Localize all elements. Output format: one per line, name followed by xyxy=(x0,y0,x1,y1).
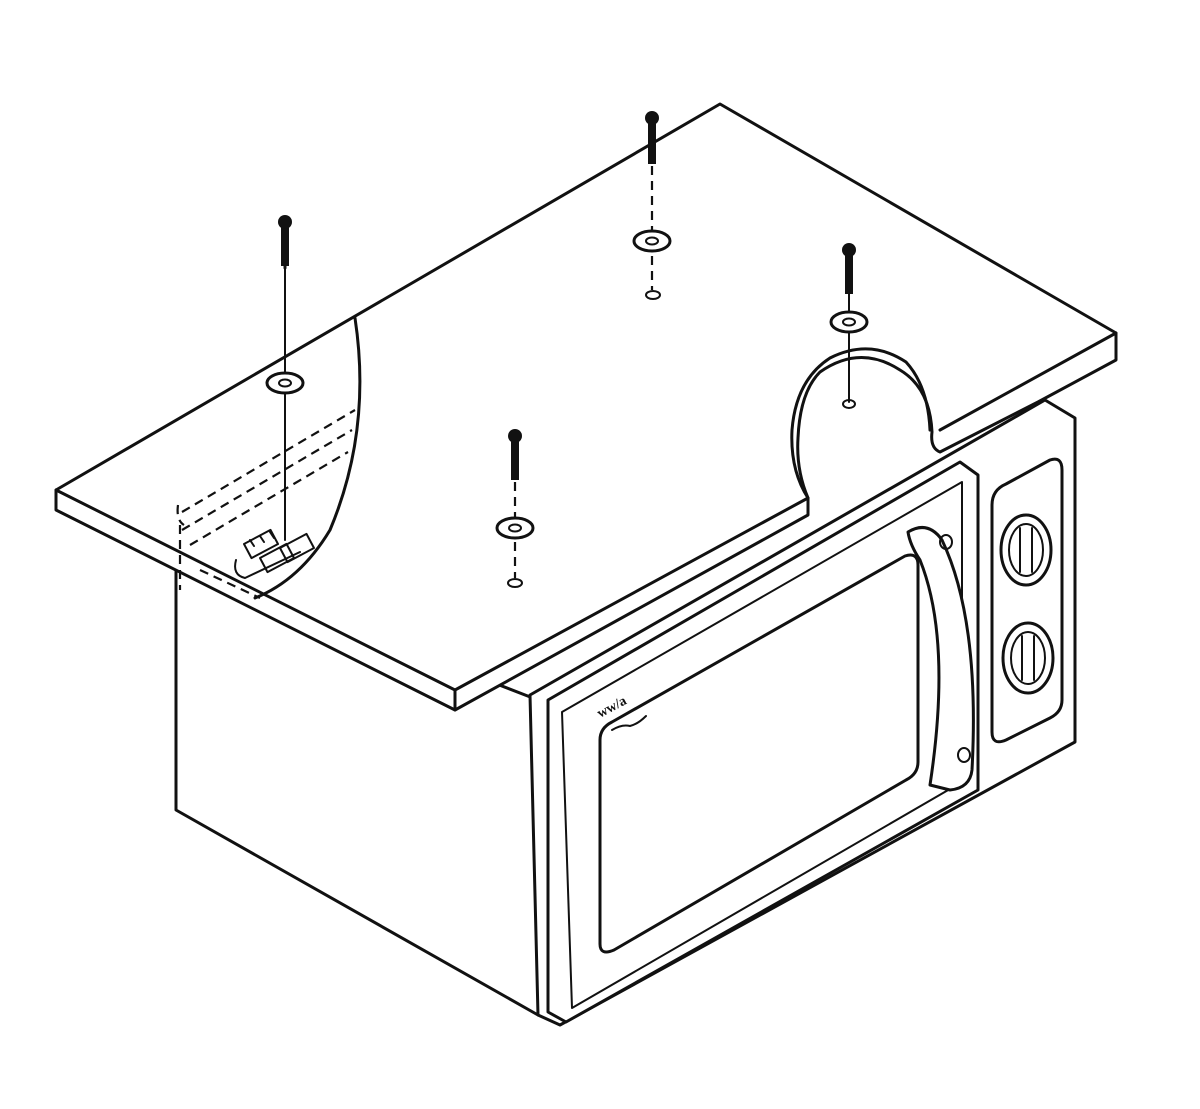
hole-front xyxy=(507,578,523,588)
screw-front-thread xyxy=(511,440,519,480)
control-panel xyxy=(990,457,1064,744)
upper-control-knob[interactable] xyxy=(999,513,1053,587)
door-window xyxy=(598,553,920,954)
washer-center-rear xyxy=(632,229,672,253)
brand-logo-swash xyxy=(611,715,647,731)
hole-center-rear xyxy=(645,290,661,300)
screw-right-head xyxy=(842,243,856,257)
countertop-edge-back xyxy=(938,331,1118,432)
handle-bottom-mount xyxy=(957,747,971,763)
mounting-bracket xyxy=(243,528,315,574)
screw-right xyxy=(829,243,869,409)
screw-left-rear-thread xyxy=(281,226,289,266)
screw-center-rear xyxy=(632,111,672,300)
screw-front-head xyxy=(508,429,522,443)
screw-left-rear xyxy=(265,215,305,541)
washer-left-rear xyxy=(265,371,305,395)
countertop-edge-right xyxy=(453,496,810,692)
screw-center-rear-head xyxy=(645,111,659,125)
screw-left-rear-head xyxy=(278,215,292,229)
cabinet-rail xyxy=(234,551,301,579)
screw-front xyxy=(495,429,535,588)
screw-right-thread xyxy=(845,254,853,294)
cutaway-curve xyxy=(253,316,362,600)
handle-top-mount xyxy=(939,534,953,550)
screw-center-rear-thread xyxy=(648,122,656,164)
notch-edge xyxy=(790,347,932,500)
washer-front xyxy=(495,516,535,540)
hidden-cabinet-lines xyxy=(176,409,356,599)
door-handle xyxy=(906,526,975,792)
washer-right xyxy=(829,310,869,334)
lower-control-knob[interactable] xyxy=(1001,621,1055,695)
hole-right xyxy=(842,399,856,409)
